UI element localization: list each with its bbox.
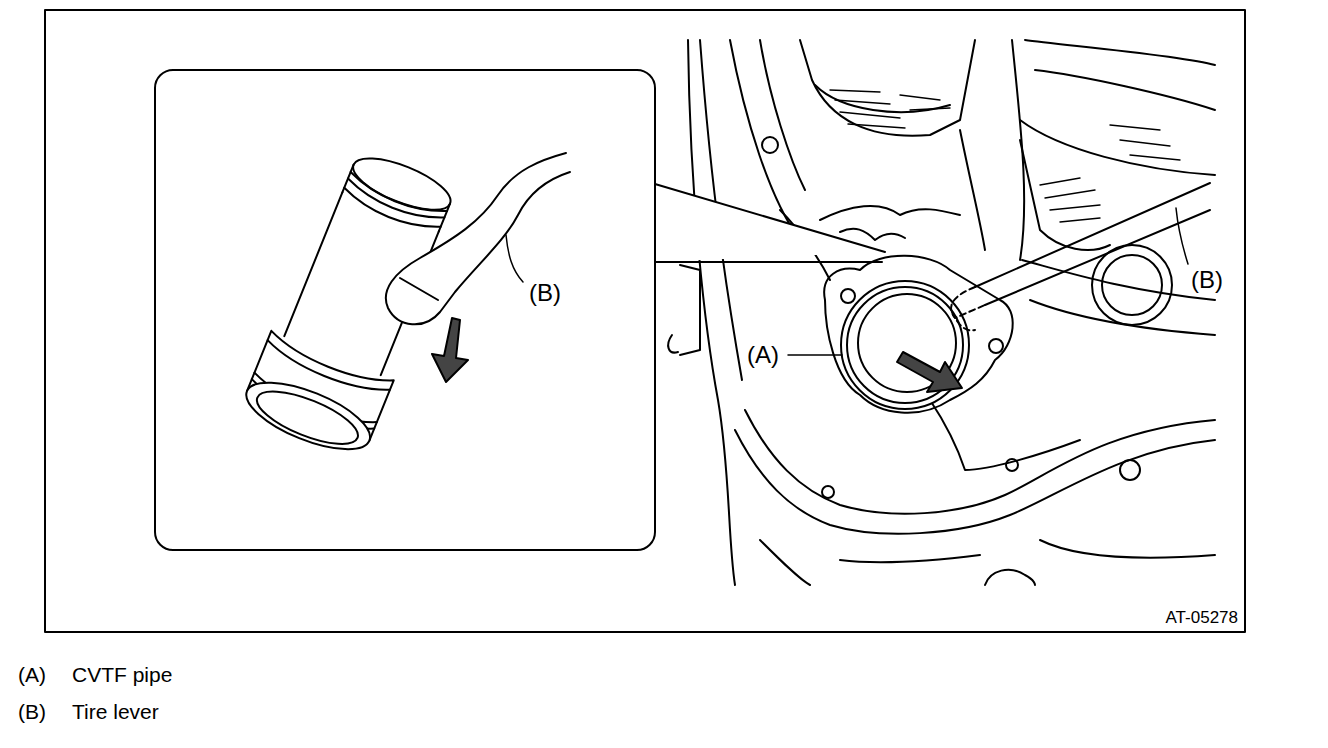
part-name: Tire lever xyxy=(72,700,159,723)
key-letter: (A) xyxy=(18,663,46,686)
key-letter: (B) xyxy=(18,700,46,723)
figure-code: AT-05278 xyxy=(1166,609,1238,628)
callout-letter: (A) xyxy=(747,342,779,368)
part-name: CVTF pipe xyxy=(72,663,172,686)
callout-letter: (B) xyxy=(529,280,561,306)
callout-letter: (B) xyxy=(1191,267,1223,293)
